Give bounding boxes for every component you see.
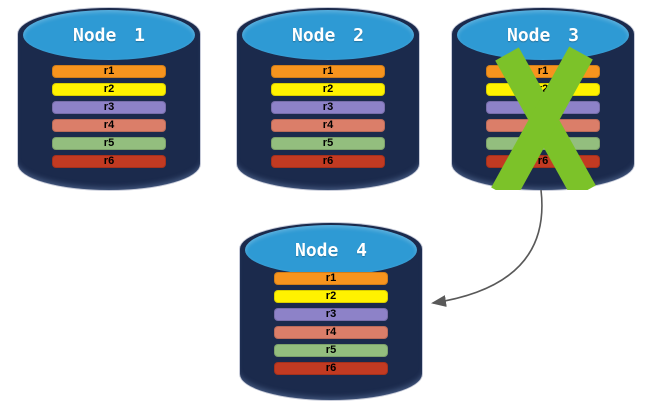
node-1-row-r3: r3 (52, 101, 166, 114)
node-1-row-r6: r6 (52, 155, 166, 168)
node-2-row-r2: r2 (271, 83, 385, 96)
node-4-label: Node 4 (294, 239, 368, 261)
node-3-label: Node 3 (506, 24, 580, 46)
arrow-curve (431, 189, 543, 307)
node-2-label: Node 2 (291, 24, 365, 46)
node-1-top: Node 1 (23, 10, 195, 60)
node-3-cylinder: Node 3 r1 r2 r3 r4 r5 r6 (452, 8, 634, 190)
node-2-top: Node 2 (242, 10, 414, 60)
node-4-cylinder: Node 4 r1 r2 r3 r4 r5 r6 (240, 223, 422, 400)
node-4-top: Node 4 (245, 225, 417, 275)
node-2-row-r5: r5 (271, 137, 385, 150)
node-2-rows: r1 r2 r3 r4 r5 r6 (271, 65, 385, 168)
node-2-row-r6: r6 (271, 155, 385, 168)
node-4-row-r2: r2 (274, 290, 388, 303)
node-2-row-r1: r1 (271, 65, 385, 78)
node-1-row-r1: r1 (52, 65, 166, 78)
node-1-cylinder: Node 1 r1 r2 r3 r4 r5 r6 (18, 8, 200, 190)
node-4-row-r1: r1 (274, 272, 388, 285)
node-1-row-r2: r2 (52, 83, 166, 96)
node-3-row-r4: r4 (486, 119, 600, 132)
node-1-label: Node 1 (72, 24, 146, 46)
node-2-row-r4: r4 (271, 119, 385, 132)
node-2-cylinder: Node 2 r1 r2 r3 r4 r5 r6 (237, 8, 419, 190)
node-3-row-r2: r2 (486, 83, 600, 96)
node-3-rows: r1 r2 r3 r4 r5 r6 (486, 65, 600, 168)
node-1-rows: r1 r2 r3 r4 r5 r6 (52, 65, 166, 168)
node-3-top: Node 3 (457, 10, 629, 60)
node-1-row-r5: r5 (52, 137, 166, 150)
node-3-row-r5: r5 (486, 137, 600, 150)
node-4-row-r5: r5 (274, 344, 388, 357)
node-2-row-r3: r3 (271, 101, 385, 114)
node-3-row-r1: r1 (486, 65, 600, 78)
node-3-row-r3: r3 (486, 101, 600, 114)
node-4-rows: r1 r2 r3 r4 r5 r6 (274, 272, 388, 375)
node-4-row-r3: r3 (274, 308, 388, 321)
node-4-row-r4: r4 (274, 326, 388, 339)
node-4-row-r6: r6 (274, 362, 388, 375)
node-3-row-r6: r6 (486, 155, 600, 168)
node-1-row-r4: r4 (52, 119, 166, 132)
